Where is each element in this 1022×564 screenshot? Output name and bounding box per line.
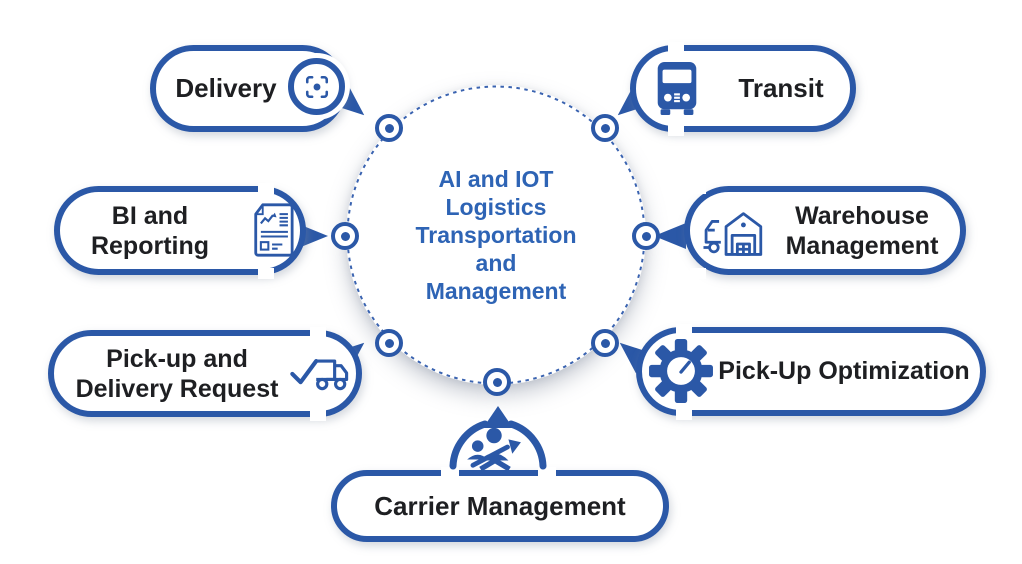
center-title-line: Management <box>425 278 567 304</box>
pill-bi-reporting: BI and Reporting <box>54 186 306 275</box>
center-title-line: and <box>475 250 517 276</box>
border-gap <box>310 327 326 338</box>
pill-label: Transit <box>738 73 824 103</box>
border-gap <box>441 467 459 478</box>
pill-label: Carrier Management <box>374 490 626 521</box>
bus-icon <box>657 61 697 115</box>
border-gap <box>668 125 684 136</box>
pill-pickup-delivery-request: Pick-up and Delivery Request <box>48 330 362 417</box>
pill-label-line: Delivery Request <box>75 374 279 403</box>
report-icon <box>254 203 294 257</box>
pill-label: Pick-up and Delivery Request <box>64 336 290 411</box>
connector-node <box>632 222 660 250</box>
connector-node <box>375 329 403 357</box>
node-dot <box>641 231 651 241</box>
pill-label: Warehouse Management <box>774 192 950 269</box>
pill-label: BI and Reporting <box>68 192 232 269</box>
center-title-line: Logistics <box>445 194 547 220</box>
people-growth-icon <box>467 427 521 472</box>
connector-node <box>591 114 619 142</box>
pill-transit: Transit <box>630 45 856 132</box>
node-dot <box>492 377 502 387</box>
connector-node <box>591 329 619 357</box>
border-gap <box>258 183 274 194</box>
border-gap <box>538 467 556 478</box>
center-title-line: Transportation <box>415 222 577 248</box>
scan-icon <box>305 75 328 98</box>
border-gap <box>668 42 684 53</box>
pill-label-line: Reporting <box>90 231 210 260</box>
border-gap <box>690 183 706 194</box>
connector-node <box>331 222 359 250</box>
pill-delivery: Delivery <box>150 45 346 132</box>
pill-label: Pick-Up Optimization <box>718 357 970 385</box>
border-gap <box>676 409 692 420</box>
pill-warehouse-management: Warehouse Management <box>684 186 966 275</box>
carrier-arc <box>449 406 547 470</box>
pill-label-line: Management <box>785 231 939 260</box>
truck-check-icon <box>290 358 349 391</box>
node-dot <box>384 123 394 133</box>
connector-node <box>483 368 511 396</box>
pill-label-line: BI and <box>111 201 189 230</box>
node-dot <box>600 338 610 348</box>
border-gap <box>310 410 326 421</box>
border-gap <box>676 324 692 335</box>
node-dot <box>384 338 394 348</box>
center-title: AI and IOT Logistics Transportation and … <box>415 165 576 305</box>
scan-icon-ring <box>288 58 345 115</box>
center-title-line: AI and IOT <box>438 166 554 192</box>
pill-label-line: Warehouse <box>795 201 929 230</box>
gear-gauge-icon <box>649 339 713 403</box>
node-dot <box>340 231 350 241</box>
node-dot <box>600 123 610 133</box>
border-gap <box>690 268 706 279</box>
connector-node <box>375 114 403 142</box>
pill-label: Delivery <box>175 73 277 103</box>
border-gap <box>258 268 274 279</box>
pill-label-line: Pick-up and <box>106 344 248 373</box>
pill-pickup-optimization: Pick-Up Optimization <box>636 327 986 416</box>
truck-warehouse-icon <box>703 212 763 256</box>
pill-carrier-management: Carrier Management <box>331 470 669 542</box>
